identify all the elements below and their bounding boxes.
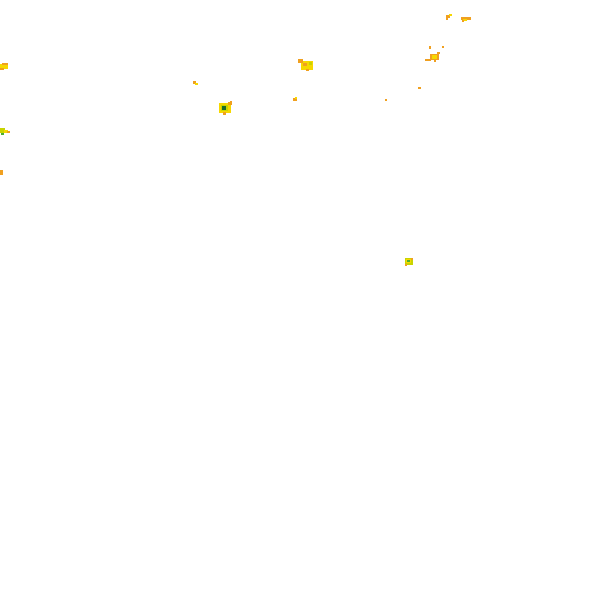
hotspot-cluster-northeast[interactable]: [425, 46, 444, 62]
hotspot-left-edge-lower[interactable]: [0, 170, 3, 175]
hotspot-cluster-north-center[interactable]: [298, 59, 313, 71]
hotspot-cluster-top-right-a[interactable]: [446, 14, 452, 20]
hotspot-tiny-east[interactable]: [385, 99, 387, 101]
hotspot-small-west[interactable]: [193, 81, 198, 85]
hotspot-small-center[interactable]: [293, 97, 297, 101]
hotspot-cluster-center-east[interactable]: [405, 258, 413, 266]
hotspot-cluster-top-right-b[interactable]: [461, 17, 471, 22]
hotspot-cluster-center-west[interactable]: [219, 101, 232, 115]
hotspot-tiny-northeast[interactable]: [418, 87, 421, 89]
hotspot-cluster-left-edge-top[interactable]: [0, 63, 8, 70]
hotspot-cluster-left-edge-middle[interactable]: [0, 128, 10, 135]
